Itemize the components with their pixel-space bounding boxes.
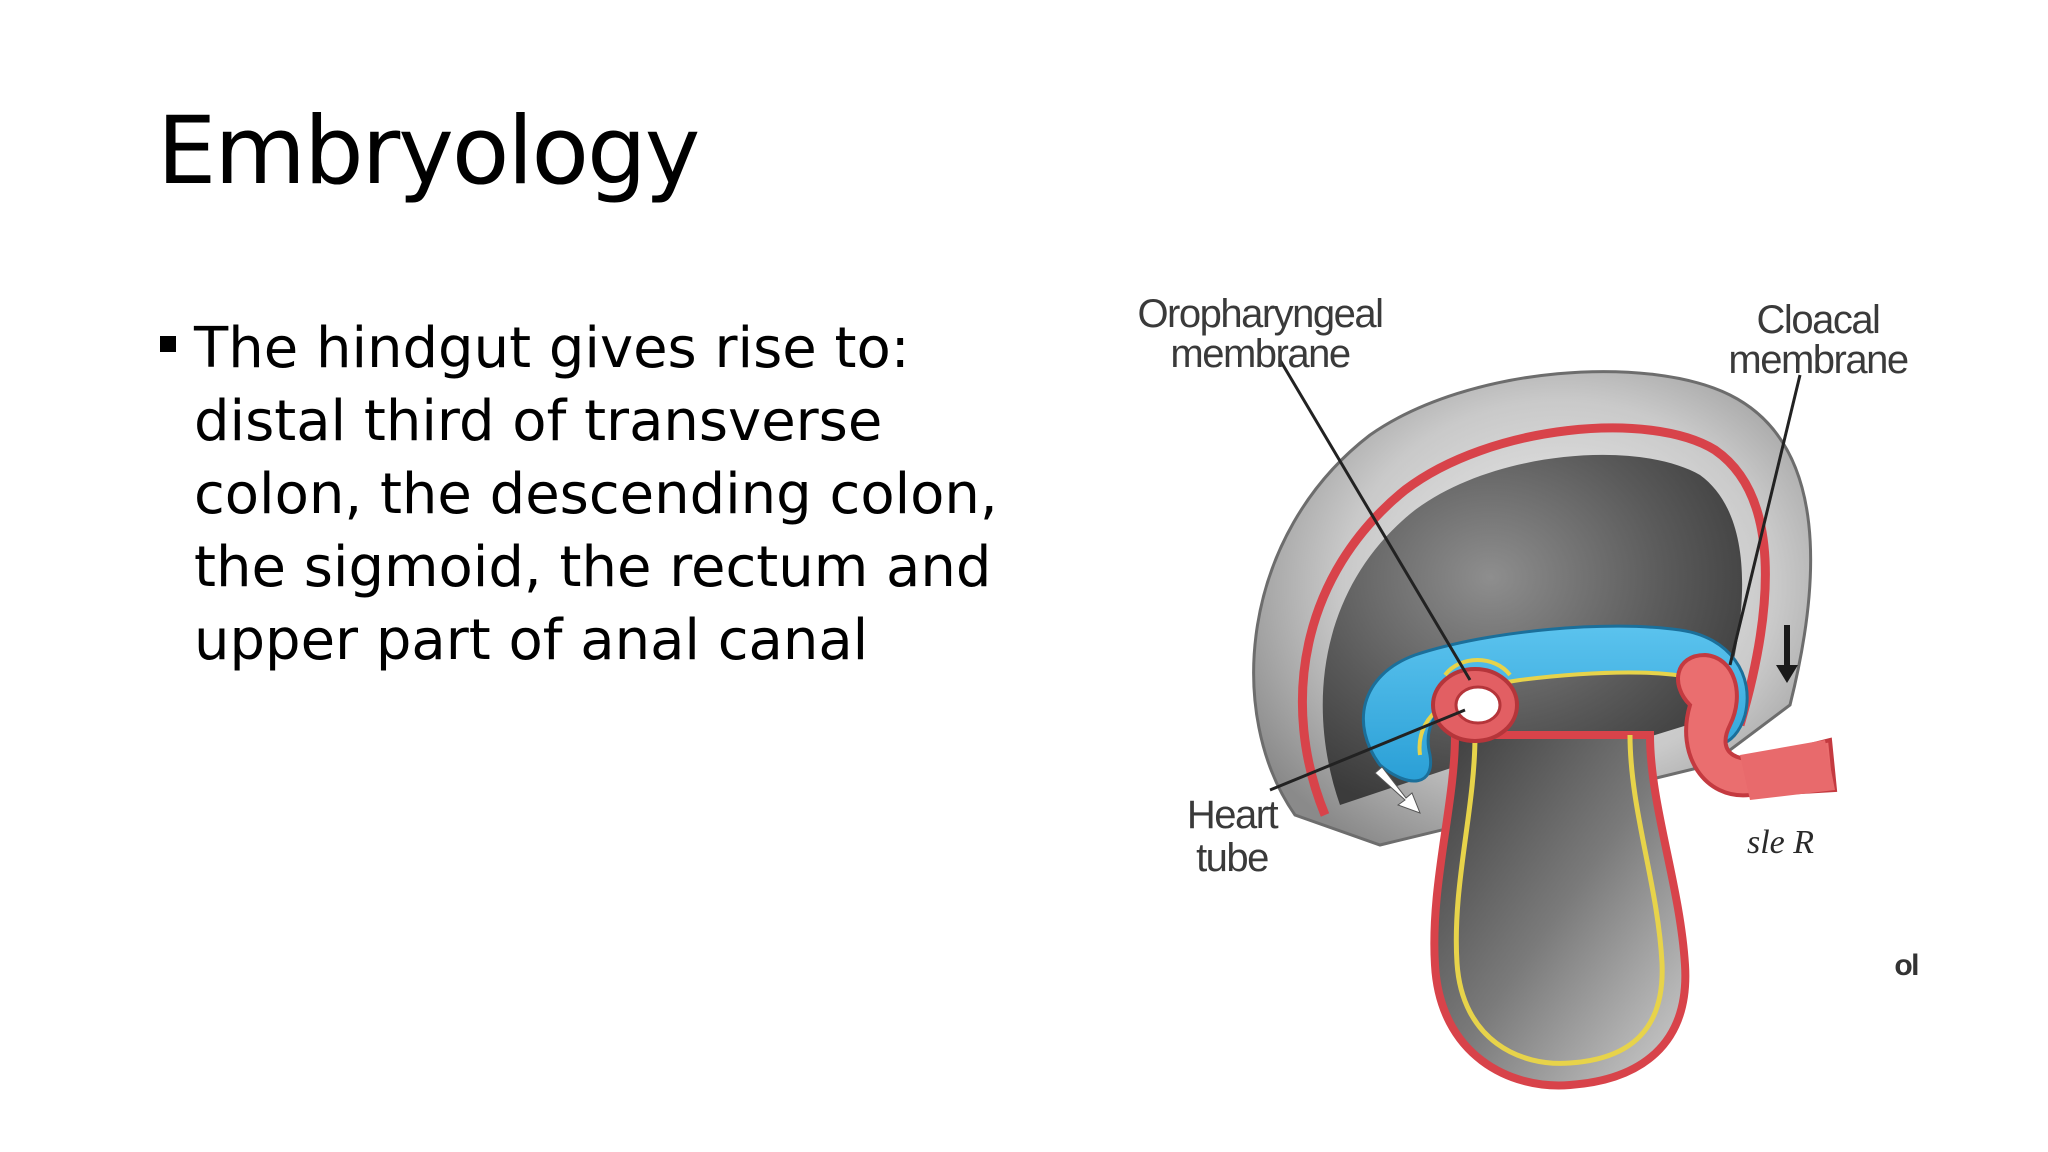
bullet-text: The hindgut gives rise to: distal third … [194, 316, 998, 673]
oropharyngeal-leader-line [1278, 359, 1472, 681]
white-arrow-icon [1374, 766, 1421, 814]
yolk-sac-outer [1430, 731, 1690, 1090]
cloacal-label-line1: Cloacal [1757, 298, 1880, 342]
embryo-diagram: Oropharyngeal membrane Cloacal membrane … [1130, 285, 1920, 1145]
edge-text: ol [1894, 949, 1918, 982]
body-wall [1297, 423, 1770, 817]
embryo-diagram-svg: Oropharyngeal membrane Cloacal membrane … [1137, 292, 1920, 1090]
gut-yellow-border [1417, 670, 1701, 756]
black-arrow-icon [1776, 625, 1798, 683]
oropharyngeal-label-line2: membrane [1170, 332, 1349, 376]
heart-label-line2: tube [1196, 836, 1268, 880]
cloacal-label-line2: membrane [1728, 338, 1907, 382]
cloacal-leader-line [1728, 374, 1802, 666]
septum-transversum [1443, 658, 1512, 677]
artist-signature: sle R [1747, 824, 1814, 861]
yolk-sac-lining [1453, 734, 1665, 1066]
connecting-stalk [1740, 740, 1835, 800]
heart-label-line1: Heart [1187, 793, 1279, 837]
oropharyngeal-label-line1: Oropharyngeal [1137, 292, 1382, 336]
bullet-item: The hindgut gives rise to: distal third … [160, 312, 1040, 677]
heart-leader-line [1269, 708, 1466, 792]
square-bullet-icon [160, 336, 176, 352]
heart-tube-shape [1454, 685, 1502, 725]
slide-title: Embryology [157, 97, 700, 206]
bullet-list: The hindgut gives rise to: distal third … [160, 312, 1040, 677]
